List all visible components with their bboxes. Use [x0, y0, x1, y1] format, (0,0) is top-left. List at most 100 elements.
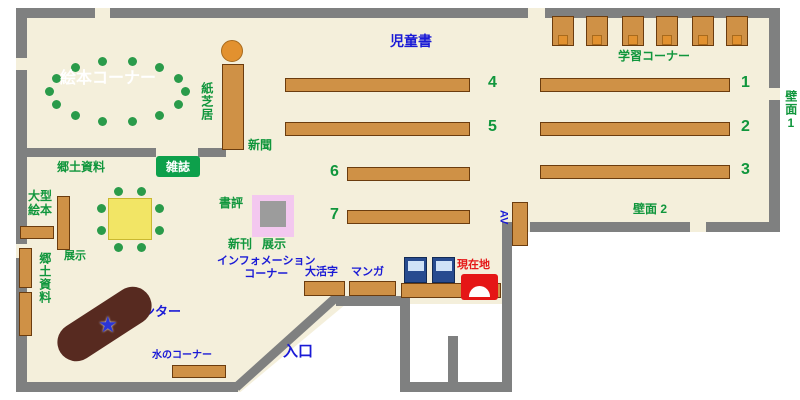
desk-panel: [586, 16, 608, 46]
stool: [221, 40, 243, 62]
bookshelf-3-number: 3: [741, 161, 750, 178]
wall-segment: [530, 222, 690, 232]
chair-dot: [114, 243, 123, 252]
chair-dot: [155, 226, 164, 235]
picture-book-corner-label: 絵本コーナー: [60, 70, 157, 87]
chair-dot: [98, 57, 107, 66]
wall-segment: [16, 148, 27, 244]
large-print-shelf: [304, 281, 345, 296]
terminal-screen: [408, 261, 424, 271]
large-picture-books-shelf: [20, 226, 54, 239]
desk-seat: [628, 35, 638, 45]
current-location-marker: [461, 274, 498, 300]
chair-dot: [128, 57, 137, 66]
wall-segment: [198, 148, 226, 157]
chair-dot: [155, 63, 164, 72]
chair-dot: [71, 111, 80, 120]
desk-panel: [692, 16, 714, 46]
terminal-screen: [436, 261, 452, 271]
wall-segment: [336, 296, 410, 306]
bookshelf-6-number: 6: [330, 163, 339, 180]
search-terminal: [432, 257, 455, 283]
wall-segment: [769, 100, 780, 222]
chair-dot: [174, 100, 183, 109]
av-shelf: [512, 202, 528, 246]
desk-seat: [558, 35, 568, 45]
large-picture-books-line2: 絵本: [28, 202, 53, 217]
desk-panel: [726, 16, 748, 46]
local-materials-shelf: [19, 292, 32, 336]
book-review-label: 書評: [219, 196, 244, 210]
display-case-inner: [260, 201, 286, 227]
information-corner-label: インフォメーション コーナー: [217, 255, 315, 280]
new-books-label: 新刊: [228, 237, 253, 251]
study-desk-unit: [692, 16, 748, 46]
wall-segment: [16, 70, 27, 148]
desk-panel: [622, 16, 644, 46]
study-desk-unit: [552, 16, 608, 46]
study-corner-label: 学習コーナー: [618, 49, 691, 63]
local-materials-left-label: 郷土資料: [37, 252, 52, 304]
av-label: AV: [497, 210, 510, 225]
wall-segment: [706, 222, 780, 232]
chair-dot: [155, 204, 164, 213]
childrens-books-label: 児童書: [390, 33, 432, 49]
chair-dot: [97, 226, 106, 235]
wall-segment: [545, 8, 780, 18]
chair-dot: [137, 187, 146, 196]
current-location-label: 現在地: [457, 259, 490, 271]
information-line1: インフォメーション: [217, 255, 316, 267]
desk-seat: [662, 35, 672, 45]
bookshelf-6: [347, 167, 470, 181]
chair-dot: [52, 74, 61, 83]
bookshelf-1: [540, 78, 730, 92]
bookshelf-5-number: 5: [488, 118, 497, 135]
bookshelf-7: [347, 210, 470, 224]
bookshelf-7-number: 7: [330, 206, 339, 223]
wall-segment: [16, 18, 27, 58]
chair-dot: [155, 111, 164, 120]
large-picture-books-shelf: [57, 196, 70, 250]
wall-1-text: 壁面: [783, 90, 798, 116]
desk-seat: [698, 35, 708, 45]
chair-dot: [137, 243, 146, 252]
wall-segment: [400, 300, 410, 392]
desk-seat: [592, 35, 602, 45]
magazines-badge: 雑誌: [156, 156, 200, 177]
wall-segment: [502, 222, 512, 392]
chair-dot: [45, 87, 54, 96]
bookshelf-3: [540, 165, 730, 179]
study-desk-unit: [622, 16, 678, 46]
kamishibai-shelf: [222, 64, 244, 150]
wall-segment: [16, 382, 238, 392]
search-terminal: [404, 257, 427, 283]
wall-segment: [448, 336, 458, 392]
desk-panel: [552, 16, 574, 46]
wall-segment: [16, 148, 156, 157]
bookshelf-1-number: 1: [741, 74, 750, 91]
wall-1-number: 1: [783, 116, 798, 131]
kamishibai-label: 紙芝居: [199, 82, 214, 121]
information-line2: コーナー: [244, 267, 289, 280]
current-location-star-icon: ★: [98, 312, 118, 337]
bookshelf-2: [540, 122, 730, 136]
manga-shelf: [349, 281, 396, 296]
local-materials-top-label: 郷土資料: [57, 160, 106, 174]
reading-table: [108, 198, 152, 240]
manga-label: マンガ: [351, 266, 384, 278]
chair-dot: [174, 74, 183, 83]
marker-arc-icon: [469, 286, 490, 297]
water-corner-label: 水のコーナー: [152, 350, 212, 361]
display-top-label: 展示: [64, 250, 86, 262]
large-print-label: 大活字: [305, 266, 338, 278]
chair-dot: [98, 117, 107, 126]
wall-2-label: 壁面 2: [633, 202, 668, 216]
local-materials-shelf: [19, 248, 32, 288]
large-picture-books-line1: 大型: [28, 189, 53, 203]
bookshelf-2-number: 2: [741, 118, 750, 135]
wall-segment: [110, 8, 528, 18]
chair-dot: [97, 204, 106, 213]
chair-dot: [128, 117, 137, 126]
chair-dot: [52, 100, 61, 109]
